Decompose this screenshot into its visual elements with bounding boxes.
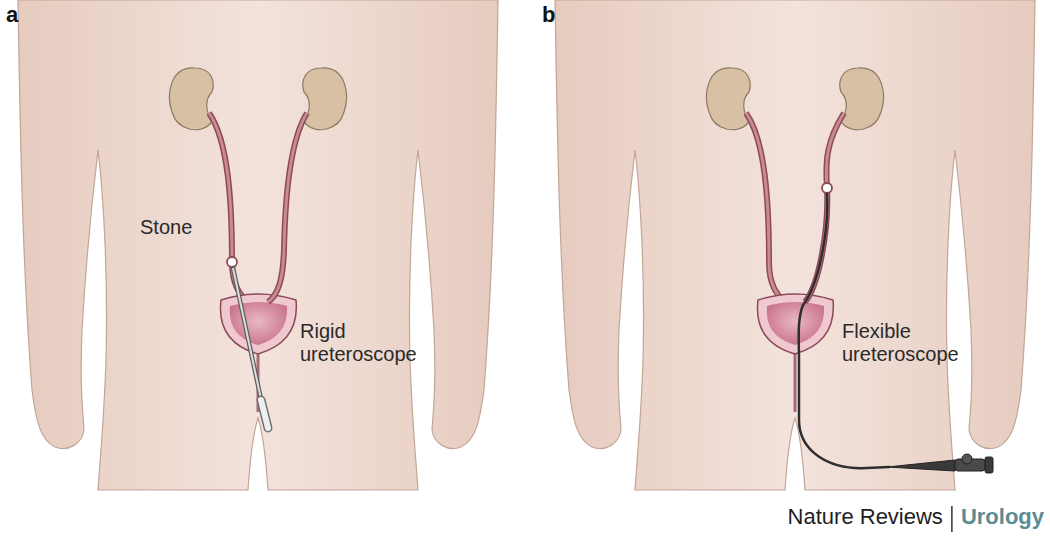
flexible-ureteroscope bbox=[799, 194, 993, 473]
panel-letter: b bbox=[542, 2, 555, 27]
ureter bbox=[268, 113, 307, 302]
rigid-ureteroscope bbox=[233, 268, 268, 428]
journal-section: Urology bbox=[961, 504, 1044, 529]
part-label: Rigid ureteroscope bbox=[300, 320, 417, 366]
journal-name: Nature Reviews bbox=[788, 504, 943, 529]
anatomy-a bbox=[18, 0, 498, 490]
stone bbox=[227, 257, 237, 267]
caption-separator bbox=[951, 506, 953, 532]
panel-letter: a bbox=[6, 2, 18, 27]
stone bbox=[822, 183, 832, 193]
ureter bbox=[805, 113, 844, 302]
anatomy-b bbox=[555, 0, 1035, 490]
part-label: Flexible ureteroscope bbox=[842, 320, 959, 366]
part-label: Stone bbox=[140, 216, 192, 239]
